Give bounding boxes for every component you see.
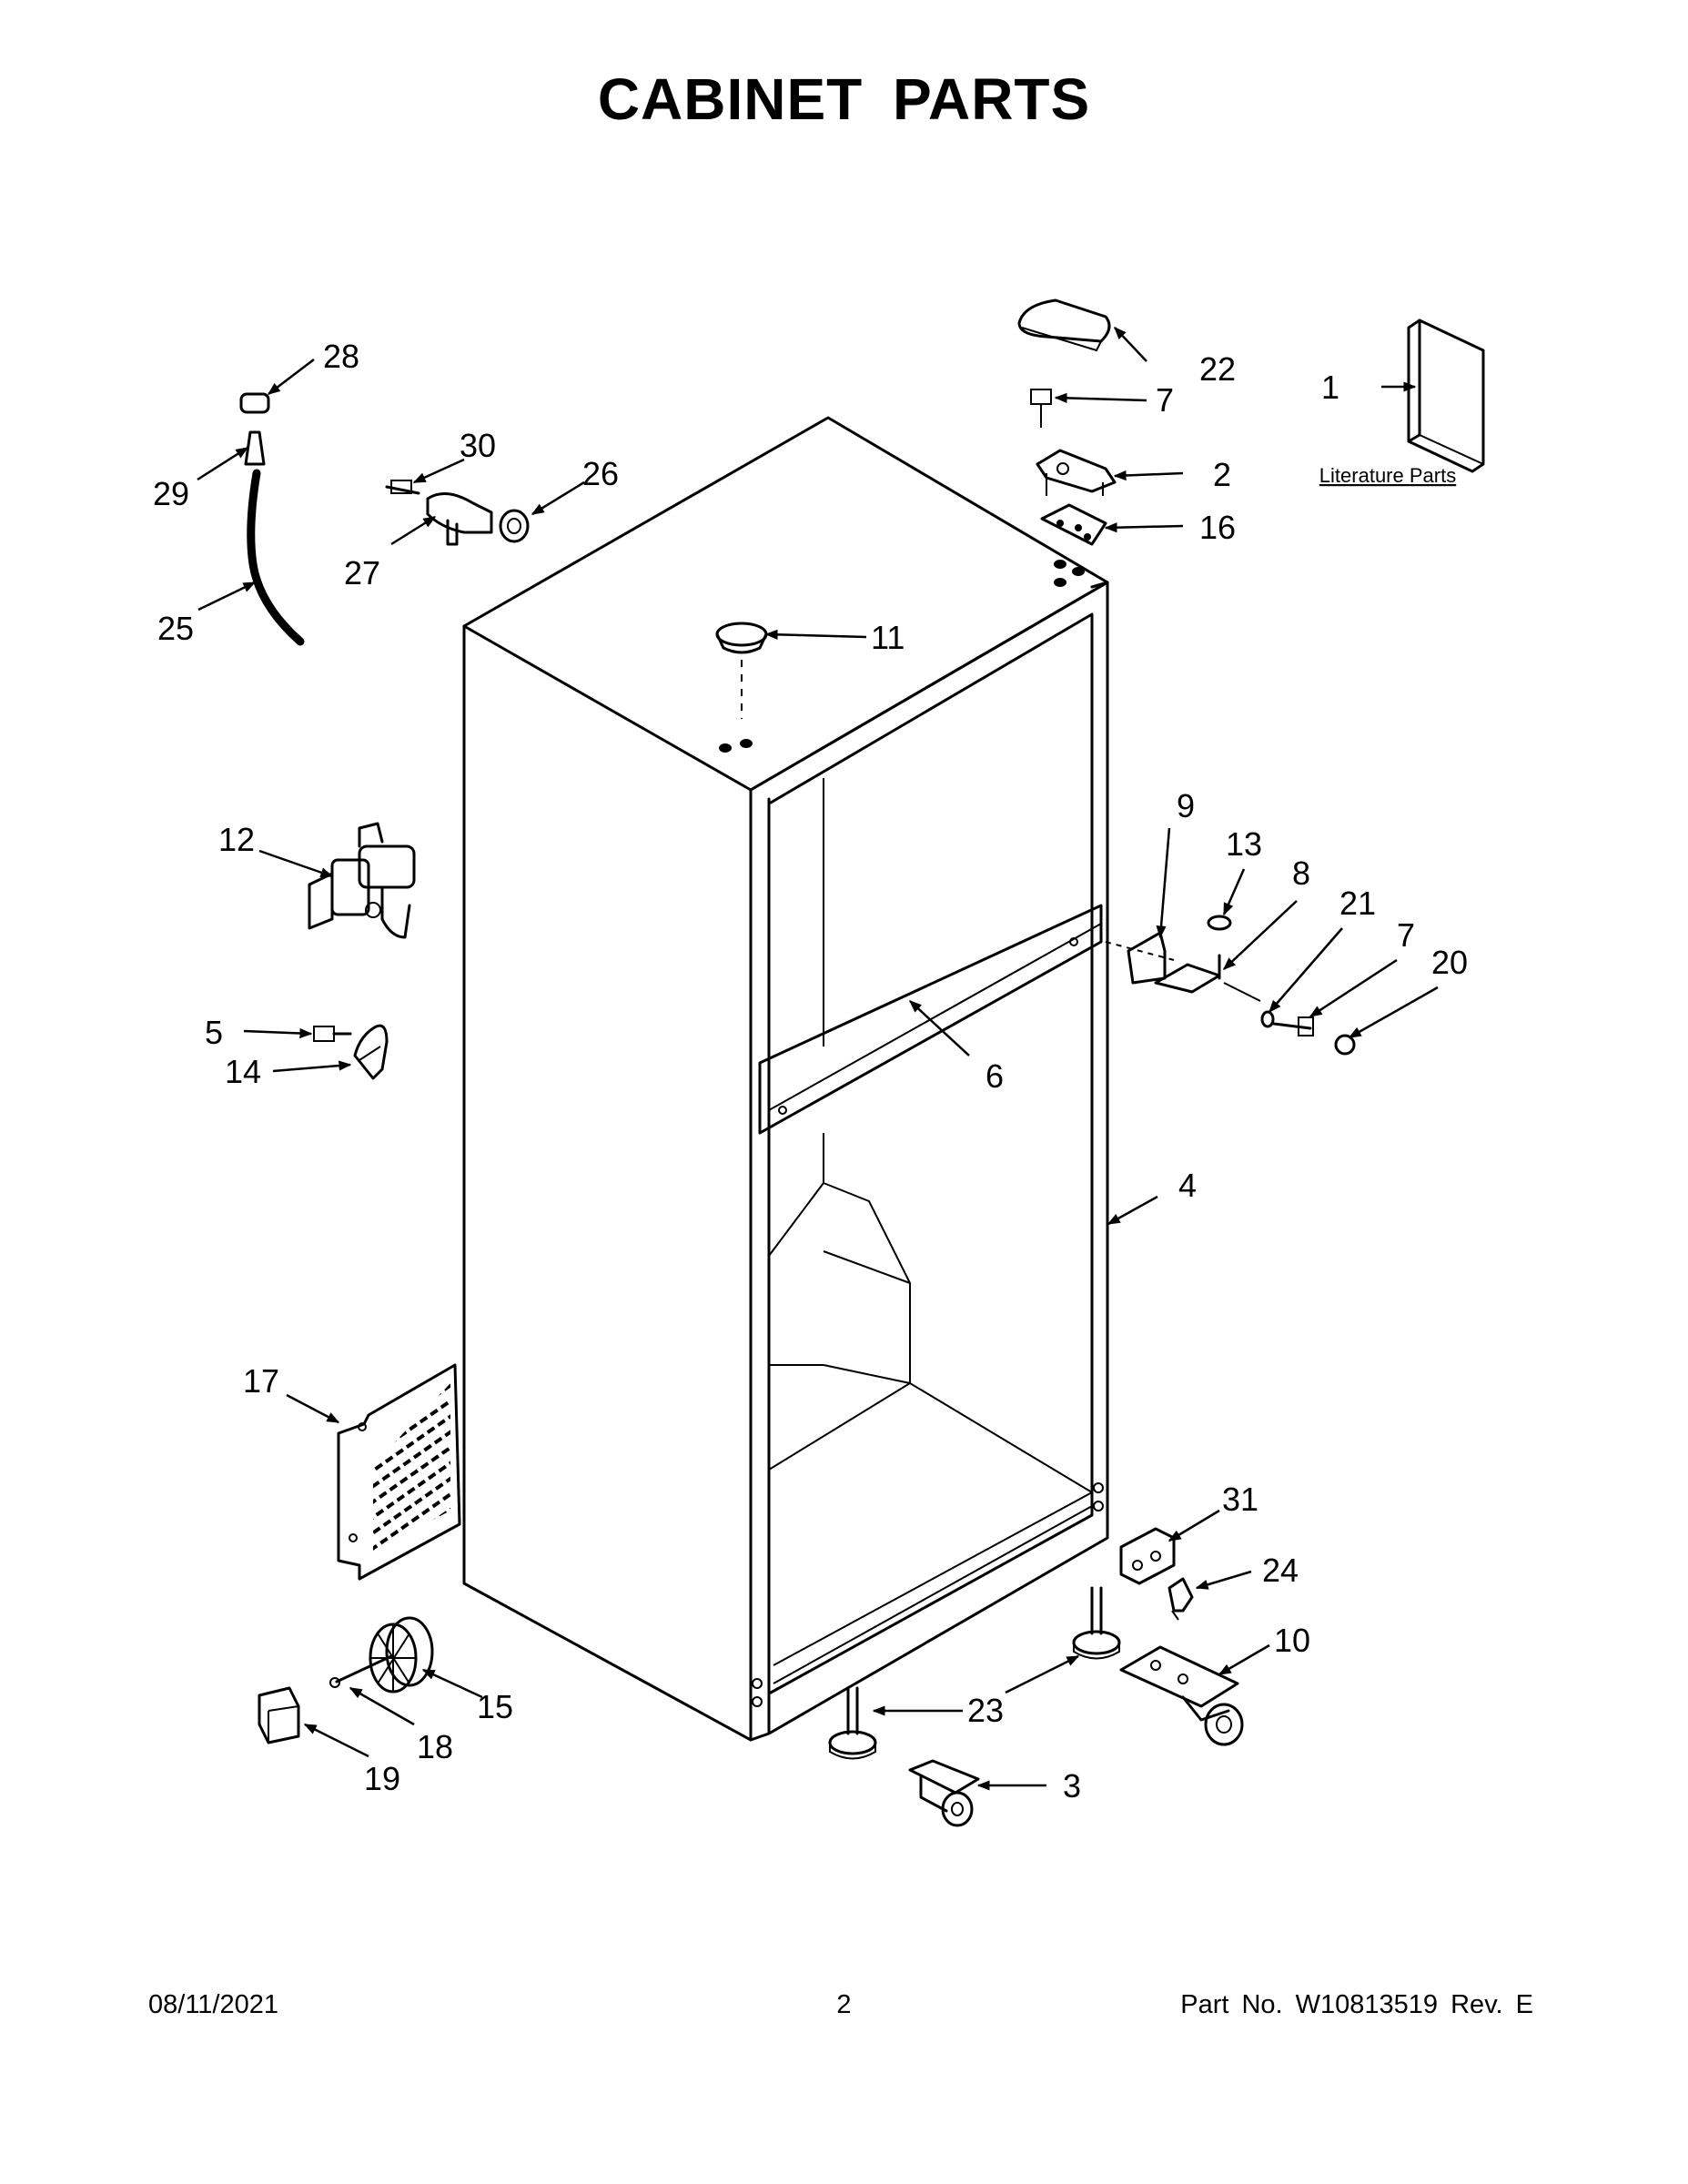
callout-20: 20	[1431, 944, 1468, 981]
fastener-icon	[1167, 1577, 1194, 1621]
valve-fitting-icon	[385, 480, 530, 546]
footer-date: 08/11/2021	[148, 1990, 278, 2019]
callout-13: 13	[1226, 825, 1262, 863]
callout-11: 11	[871, 619, 905, 656]
roller-wheel-icon	[369, 1616, 434, 1694]
screw-icon	[1030, 389, 1052, 428]
callout-25: 25	[157, 610, 194, 647]
callout-17: 17	[243, 1362, 279, 1400]
callout-22: 22	[1199, 350, 1236, 388]
rear-roller-icon	[908, 1759, 980, 1827]
callout-10: 10	[1274, 1622, 1310, 1659]
spacer-block-icon	[1119, 1527, 1176, 1585]
literature-book-icon	[1407, 318, 1485, 473]
front-roller-icon	[1119, 1645, 1244, 1746]
cabinet	[462, 416, 1109, 1742]
callout-labels: 1 2 3 4 5 6 7 7 8 9 10 11 12 13 14 15 16…	[153, 338, 1468, 1805]
callout-14: 14	[225, 1053, 261, 1090]
plug-button-icon	[715, 622, 768, 719]
callout-27: 27	[344, 554, 380, 592]
callout-9: 9	[1177, 787, 1195, 824]
callout-26: 26	[582, 455, 619, 492]
callout-24: 24	[1262, 1552, 1299, 1589]
footer-part-number: Part No. W10813519 Rev. E	[1180, 1990, 1533, 2019]
callout-3: 3	[1063, 1767, 1081, 1805]
water-valve-icon	[308, 822, 416, 939]
callout-29: 29	[153, 475, 189, 512]
callout-5: 5	[205, 1014, 223, 1051]
callout-19: 19	[364, 1760, 400, 1797]
callout-4: 4	[1178, 1167, 1197, 1204]
leveling-leg-icon	[828, 1586, 1121, 1760]
axle-pin-icon	[329, 1654, 393, 1688]
callout-28: 28	[323, 338, 359, 375]
top-hinge-icon	[1036, 449, 1117, 496]
literature-parts-label: Literature Parts	[1319, 464, 1456, 487]
callout-8: 8	[1292, 854, 1310, 892]
center-hinge-icon	[1105, 915, 1356, 1056]
callout-2: 2	[1213, 456, 1231, 493]
page-title: CABINET PARTS	[597, 66, 1091, 132]
cap-icon	[258, 1686, 300, 1744]
callout-31: 31	[1222, 1481, 1258, 1518]
callout-12: 12	[218, 821, 255, 858]
callout-15: 15	[477, 1688, 513, 1725]
callout-6: 6	[986, 1057, 1004, 1095]
callout-21: 21	[1339, 885, 1376, 922]
callout-23: 23	[967, 1692, 1004, 1729]
callout-18: 18	[417, 1728, 453, 1765]
hinge-cover-icon	[1017, 298, 1111, 352]
access-panel-icon	[337, 1363, 461, 1581]
leader-arrows	[197, 326, 1439, 1791]
footer-page-number: 2	[836, 1990, 852, 2019]
bracket-screw-icon	[313, 1024, 389, 1080]
callout-16: 16	[1199, 509, 1236, 546]
callout-1: 1	[1321, 369, 1339, 406]
water-tube-icon	[239, 392, 305, 646]
callout-7-hinge: 7	[1397, 916, 1415, 954]
hinge-shim-icon	[1040, 503, 1107, 546]
callout-30: 30	[460, 427, 496, 464]
callout-7-top: 7	[1156, 381, 1174, 419]
